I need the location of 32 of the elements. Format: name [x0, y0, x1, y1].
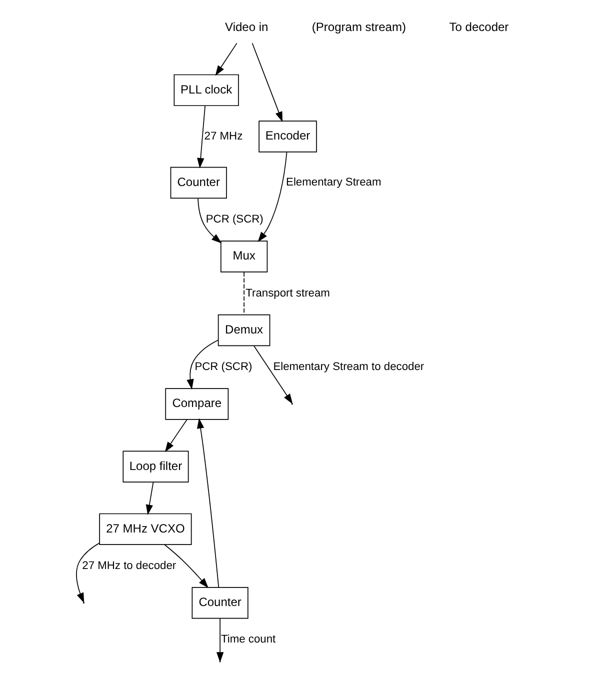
node-box: Mux	[220, 240, 268, 272]
edge-label: Time count	[220, 634, 276, 646]
node-box: Demux	[217, 314, 270, 346]
edge-label: Transport stream	[245, 287, 330, 300]
arrow	[197, 198, 222, 244]
edge-label: PCR (SCR)	[194, 361, 252, 374]
edge-label: Elementary Stream to decoder	[272, 361, 424, 374]
arrow	[257, 152, 287, 242]
node-box: Compare	[164, 388, 228, 420]
node-box: PLL clock	[173, 74, 238, 106]
edge-label: 27 MHz	[204, 130, 242, 142]
arrow	[76, 542, 100, 604]
arrow	[251, 42, 282, 122]
connector	[243, 272, 244, 316]
label: (Program stream)	[311, 20, 406, 34]
edge-label: 27 MHz to decoder	[82, 560, 176, 572]
node-box: Counter	[170, 166, 226, 199]
node-box: Encoder	[258, 120, 316, 152]
arrow	[145, 482, 154, 515]
label: To decoder	[448, 20, 508, 34]
arrow	[196, 418, 219, 588]
edge-label: Elementary Stream	[286, 176, 381, 189]
edge-label: PCR (SCR)	[205, 214, 263, 226]
arrow	[214, 42, 237, 76]
arrow	[186, 340, 218, 390]
node-box: Counter	[191, 587, 248, 619]
node-box: 27 MHz VCXO	[98, 513, 192, 546]
node-text: Video in	[224, 20, 268, 34]
node-box: Loop filter	[122, 450, 188, 482]
arrow	[164, 419, 187, 452]
arrow	[196, 105, 206, 168]
arrow	[164, 544, 208, 588]
